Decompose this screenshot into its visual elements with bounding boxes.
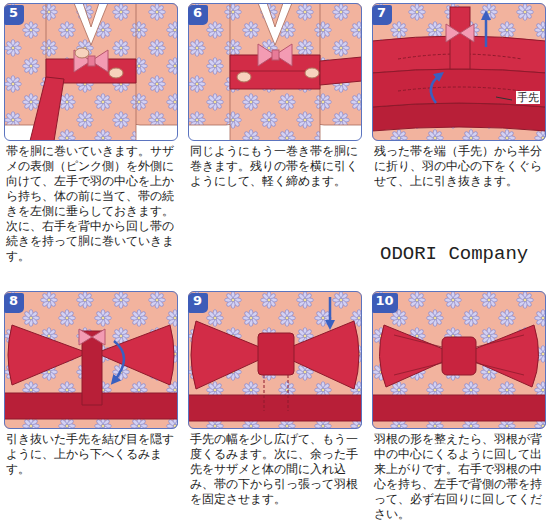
step-number: 6 <box>188 5 208 25</box>
step-panel: 7残った帯を端（手先）から半分に折り、羽の中心の下をくぐらせて、上に引き抜きます… <box>372 3 546 141</box>
hidden-line <box>398 87 522 91</box>
obi-bow <box>446 24 474 42</box>
obi-fold <box>372 69 546 107</box>
step-panel: 10羽根の形を整えたら、羽根が背中の中心にくるように回して出来上がりです。右手で… <box>372 291 546 429</box>
bow-knot <box>442 337 476 375</box>
step-number: 5 <box>4 5 24 25</box>
step-instruction: 手先の幅を少し広げて、もう一度くるみます。次に、余った手先をサザメと体の間に入れ… <box>190 432 362 507</box>
hand <box>237 72 251 82</box>
kimono-collar <box>74 3 108 45</box>
step-instruction: 同じようにもう一巻き帯を胴に巻きます。残りの帯を横に引くようにして、軽く締めます… <box>190 144 362 189</box>
hand <box>305 68 319 78</box>
bow-knot <box>272 50 279 60</box>
kimono-collar <box>258 3 292 45</box>
hand <box>75 48 89 58</box>
panel-ground <box>4 3 178 141</box>
step-instruction: 帯を胴に巻いていきます。サザメの表側（ピンク側）を外側に向けて、左手で羽の中心を… <box>6 144 178 264</box>
bow-knot <box>88 56 95 66</box>
kimono-body <box>230 3 320 141</box>
part-label: 手先 <box>516 91 540 104</box>
obi-tail <box>320 57 362 85</box>
motion-arrow <box>114 341 124 381</box>
wing-fold <box>394 335 524 375</box>
hand <box>109 68 123 78</box>
motion-arrow <box>431 75 440 103</box>
kimono-back <box>4 291 178 429</box>
step-panel: 5帯を胴に巻いていきます。サザメの表側（ピンク側）を外側に向けて、左手で羽の中心… <box>4 3 178 141</box>
step-instruction: 羽根の形を整えたら、羽根が背中の中心にくるように回して出来上がりです。右手で羽根… <box>374 432 546 522</box>
kimono-back <box>372 3 546 141</box>
obi-tail <box>30 77 64 141</box>
motion-arrow <box>485 15 488 47</box>
obi-band <box>372 395 546 421</box>
bow-wing <box>8 325 88 385</box>
step-number: 7 <box>372 5 392 25</box>
step-instruction: 引き抜いた手先を結び目を隠すように、上から下へくるみます。 <box>6 432 178 477</box>
obi-band <box>372 103 546 131</box>
kimono-body <box>46 3 136 141</box>
obi-bow <box>79 329 105 345</box>
bow-knot <box>258 333 294 375</box>
step-panel: 9手先の幅を少し広げて、もう一度くるみます。次に、余った手先をサザメと体の間に入… <box>188 291 362 429</box>
panel-ground <box>188 3 362 141</box>
motion-arrow <box>329 297 332 325</box>
kimono-back <box>188 291 362 429</box>
bow-wing <box>96 325 174 385</box>
step-number: 9 <box>188 293 208 313</box>
step-number: 10 <box>372 293 398 313</box>
hidden-line <box>264 375 288 411</box>
leader-line <box>496 97 512 100</box>
step-number: 8 <box>4 293 24 313</box>
obi-end <box>82 331 102 405</box>
watermark: ODORI Company <box>380 243 528 266</box>
obi-band <box>188 395 362 421</box>
step-panel: 8引き抜いた手先を結び目を隠すように、上から下へくるみます。 <box>4 291 178 429</box>
kimono-back <box>372 291 546 429</box>
obi-bow <box>258 44 292 66</box>
step-instruction: 残った帯を端（手先）から半分に折り、羽の中心の下をくぐらせて、上に引き抜きます。 <box>374 144 546 189</box>
step-panel: 6同じようにもう一巻き帯を胴に巻きます。残りの帯を横に引くようにして、軽く締めま… <box>188 3 362 141</box>
